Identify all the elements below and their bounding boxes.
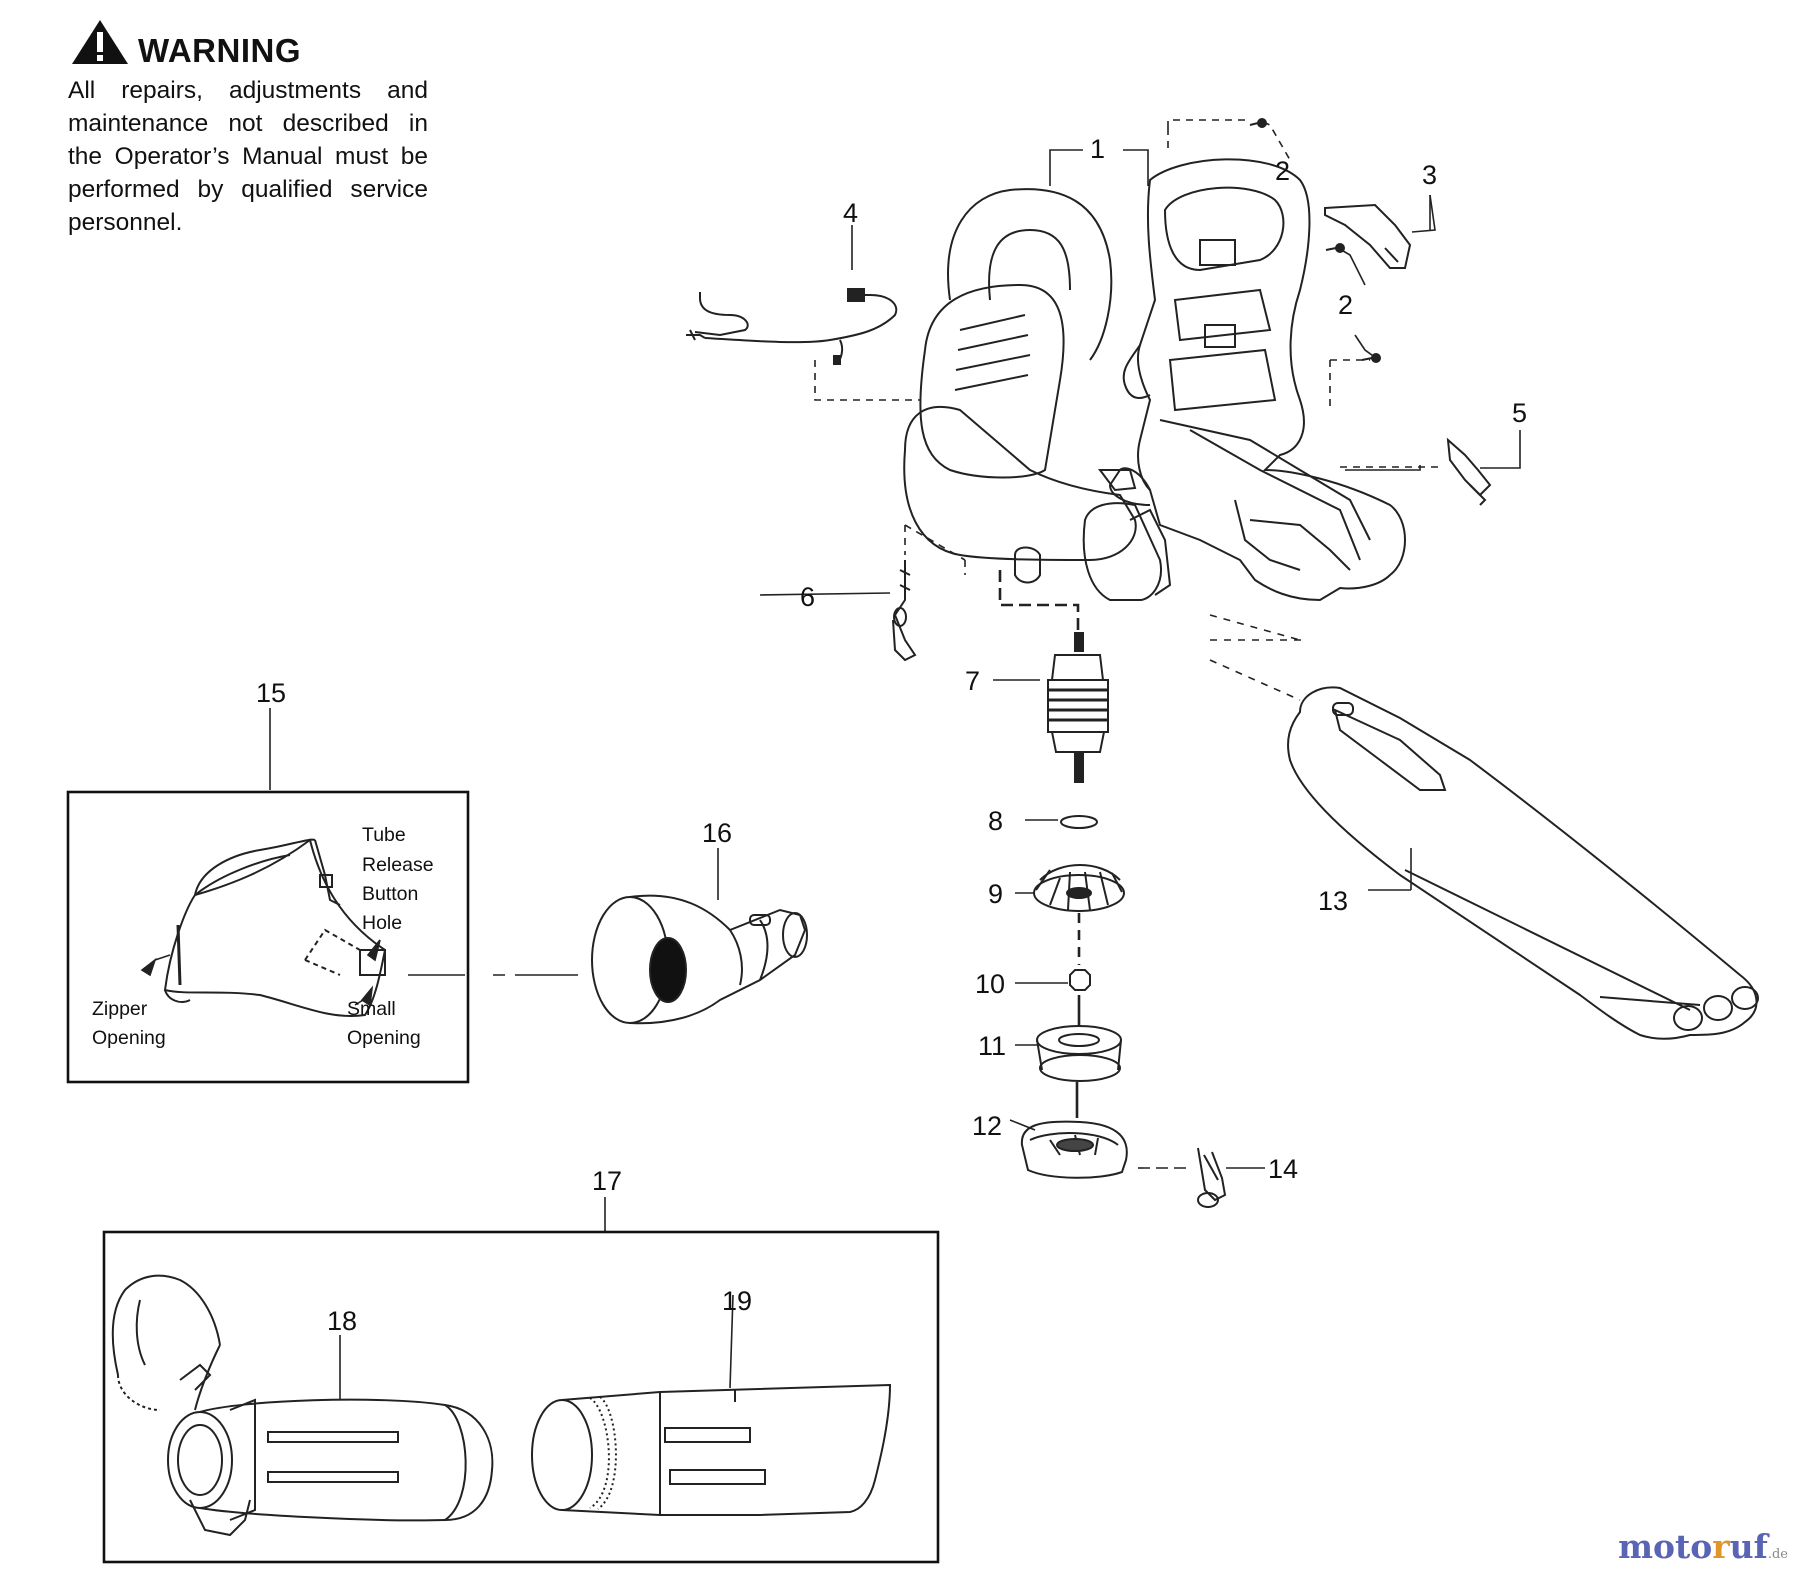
callout-19: 19 — [722, 1286, 752, 1316]
warning-title: WARNING — [138, 32, 301, 69]
callout-8: 8 — [988, 806, 1003, 836]
callout-16: 16 — [702, 818, 732, 848]
callout-1: 1 — [1090, 134, 1105, 164]
callout-7: 7 — [965, 666, 980, 696]
callout-11: 11 — [978, 1031, 1006, 1061]
motor-part — [1047, 632, 1109, 783]
label-zipper-opening: Opening — [92, 1027, 166, 1049]
warning-text: All repairs, adjustments and maintenance… — [68, 77, 428, 236]
clip-part — [1446, 437, 1492, 506]
power-cord — [686, 288, 898, 365]
nut-part — [1069, 969, 1091, 991]
label-button: Button — [362, 883, 418, 905]
leader-lines — [140, 119, 1521, 1400]
callout-6: 6 — [800, 582, 815, 612]
callout-2b: 2 — [1338, 290, 1353, 320]
callout-4: 4 — [843, 198, 858, 228]
label-tube: Tube — [362, 824, 406, 846]
callout-17: 17 — [592, 1166, 622, 1196]
switch-lever — [892, 560, 917, 662]
vacuum-tube-lower — [531, 1383, 892, 1516]
bag-detail-box — [66, 790, 470, 1084]
callout-9: 9 — [988, 879, 1003, 909]
tube-set-box — [102, 1230, 940, 1564]
label-small-opening: Opening — [347, 1027, 421, 1049]
label-small: Small — [347, 998, 396, 1020]
callout-14: 14 — [1268, 1154, 1298, 1184]
fan-cover-part — [1036, 1025, 1122, 1082]
warning-triangle-icon — [72, 20, 128, 64]
callout-18: 18 — [327, 1306, 357, 1336]
label-hole: Hole — [362, 912, 402, 934]
callout-5: 5 — [1512, 398, 1527, 428]
callout-12: 12 — [972, 1111, 1002, 1141]
callout-10: 10 — [975, 969, 1005, 999]
washer-part — [1060, 815, 1098, 829]
spring-clip-part — [1197, 1147, 1227, 1208]
callout-3: 3 — [1422, 160, 1437, 190]
watermark-logo: motoruf.de — [1618, 1527, 1788, 1566]
label-zipper: Zipper — [92, 998, 148, 1020]
callout-2a: 2 — [1275, 156, 1290, 186]
housing-right-half — [1108, 158, 1406, 602]
housing-base-part — [1020, 1120, 1128, 1179]
vacuum-tube-upper — [111, 1274, 494, 1537]
callout-13: 13 — [1318, 886, 1348, 916]
switch-part — [1324, 203, 1412, 269]
blower-tube — [1287, 686, 1759, 1040]
vacuum-tube-adapter — [591, 894, 808, 1025]
callout-15: 15 — [256, 678, 286, 708]
collection-bag — [163, 838, 387, 1017]
impeller-fan-part — [1033, 864, 1125, 912]
label-release: Release — [362, 854, 434, 876]
